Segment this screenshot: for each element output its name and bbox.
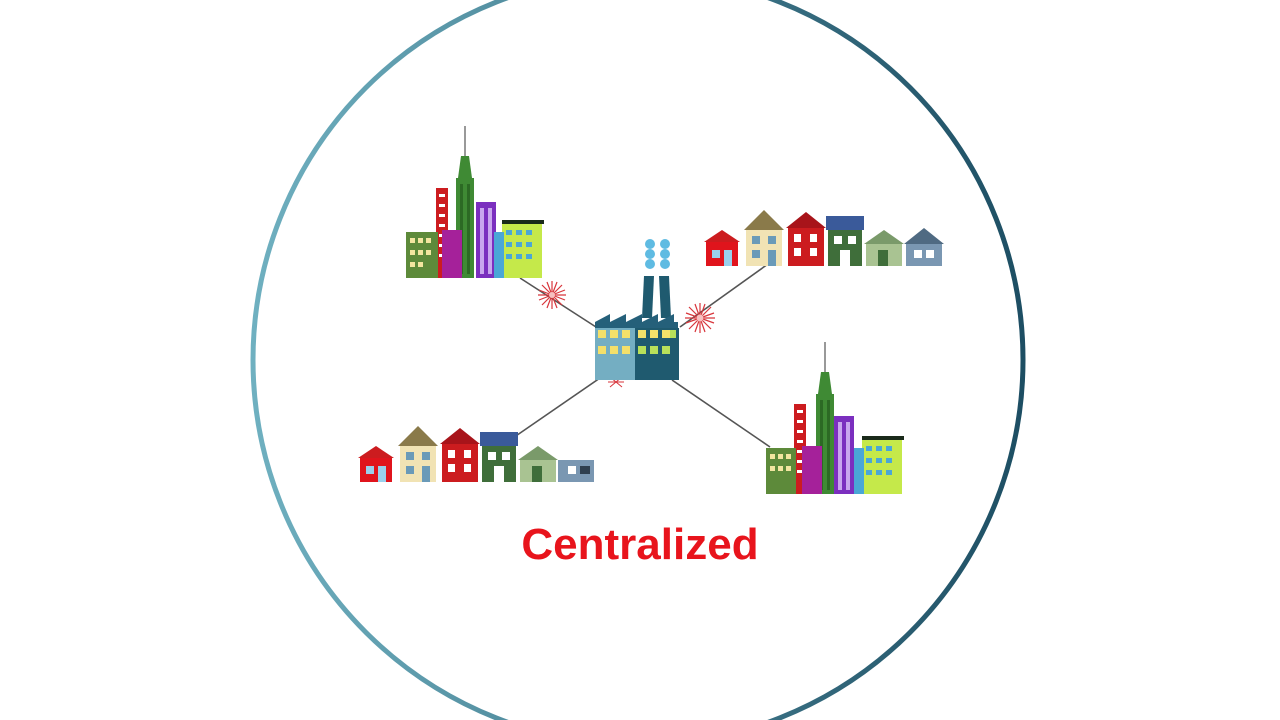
power-plant-icon — [595, 239, 679, 380]
city-top-left — [406, 126, 544, 278]
spark-icon — [685, 303, 715, 333]
diagram-caption: Centralized — [521, 520, 759, 569]
houses-top-right — [704, 210, 944, 266]
line-to-city-top-left — [519, 277, 597, 328]
line-to-houses-bottom-left — [509, 377, 601, 441]
city-bottom-right — [766, 342, 904, 494]
line-to-city-bottom-right — [671, 379, 771, 448]
spark-icon — [538, 281, 566, 309]
boundary-ring — [250, 0, 1026, 720]
houses-bottom-left — [358, 426, 594, 482]
